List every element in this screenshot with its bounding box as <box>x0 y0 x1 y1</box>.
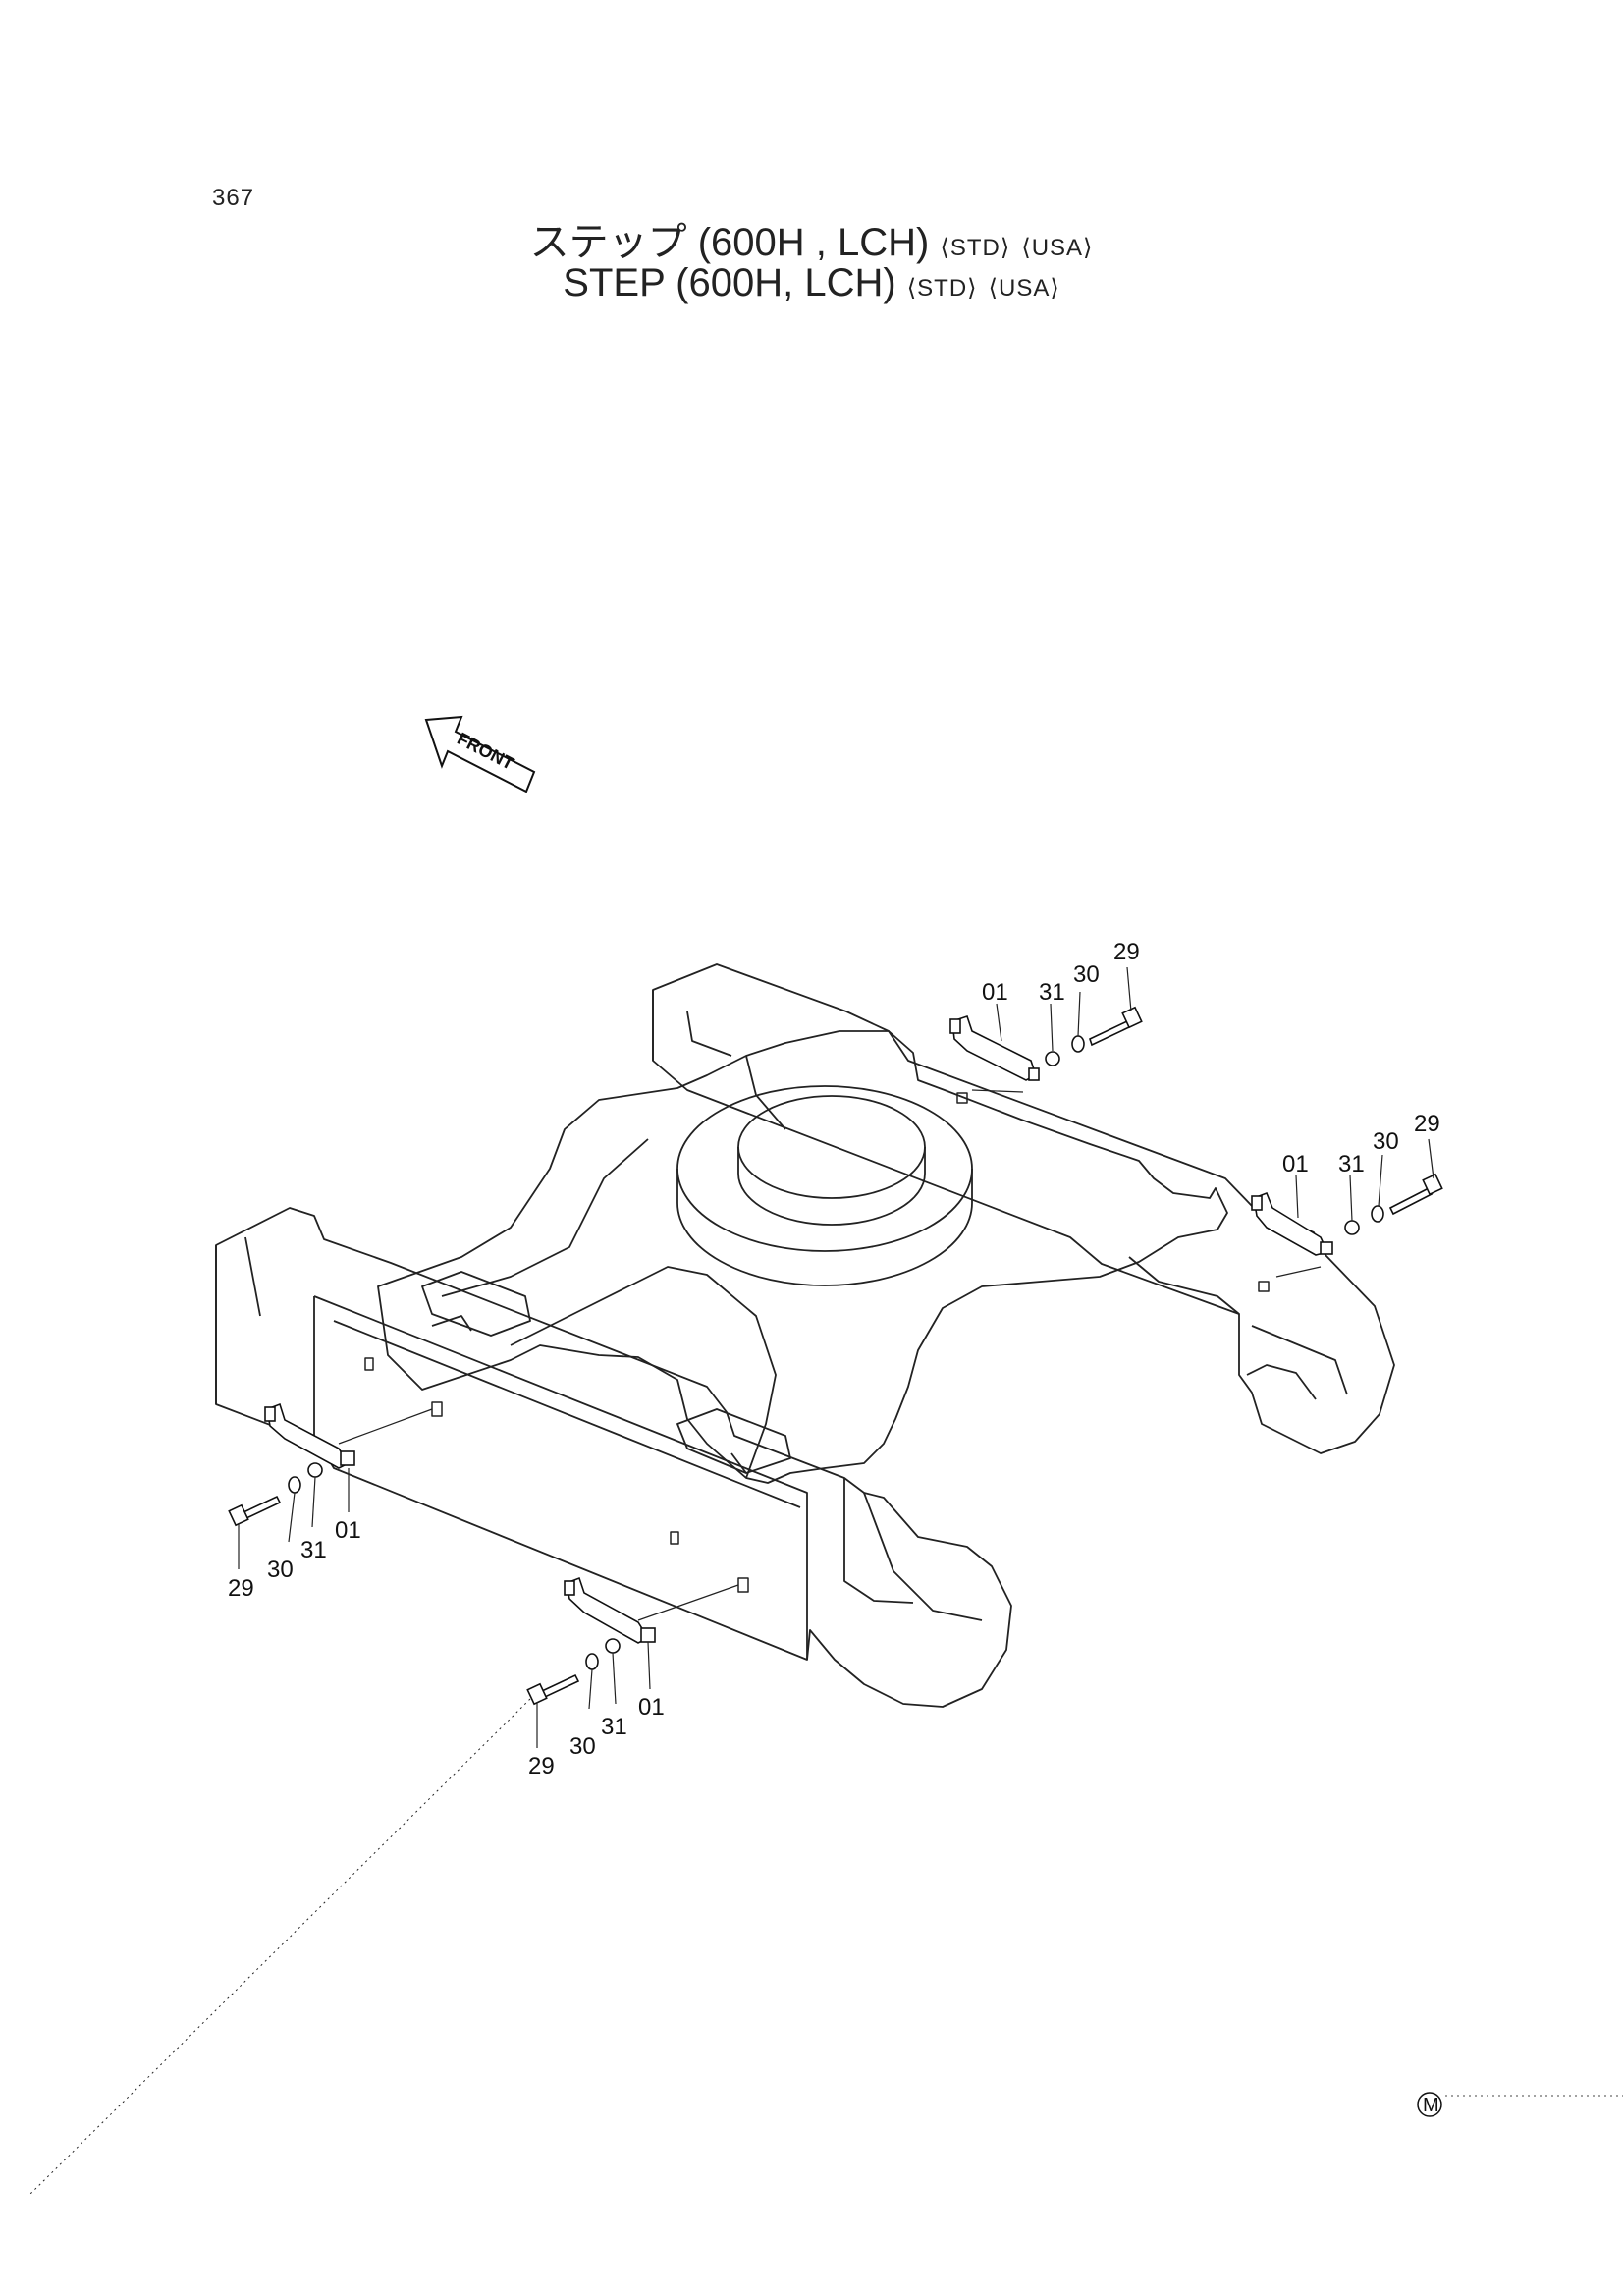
callout-30-ur: 30 <box>1073 961 1100 988</box>
callouts-right: 01 31 30 29 <box>1282 1111 1440 1177</box>
step-plate-right <box>1251 1191 1333 1256</box>
tag-std: ⟨STD⟩ <box>940 235 1011 261</box>
callouts-bottom: 29 30 31 01 <box>528 1694 665 1779</box>
callout-31-b: 31 <box>601 1714 627 1740</box>
callouts-upper-right: 01 31 30 29 <box>982 939 1140 1006</box>
bolt-29-ur <box>1089 1006 1143 1047</box>
callout-30-b: 30 <box>569 1733 596 1760</box>
washer-31-b <box>605 1638 621 1654</box>
bolt-29-r <box>1388 1173 1443 1216</box>
callout-01-l: 01 <box>335 1517 361 1544</box>
step-plate-bottom <box>564 1576 656 1644</box>
front-arrow-icon: FRONT <box>424 715 536 793</box>
leader-lines <box>28 966 1434 2196</box>
callout-29-r: 29 <box>1414 1111 1440 1137</box>
tag-std-en: ⟨STD⟩ <box>906 275 978 301</box>
title-jp-main: ステップ (600H , LCH) <box>529 221 930 264</box>
page-title-japanese: ステップ (600H , LCH) ⟨STD⟩ ⟨USA⟩ <box>0 210 1623 267</box>
callout-29-b: 29 <box>528 1753 555 1779</box>
callout-31-ur: 31 <box>1039 979 1065 1006</box>
washer-30-r <box>1371 1205 1384 1223</box>
callout-30-r: 30 <box>1373 1128 1399 1155</box>
callout-01-b: 01 <box>638 1694 665 1721</box>
washer-30-b <box>585 1653 599 1670</box>
step-plate-left <box>264 1402 355 1469</box>
title-en-main: STEP (600H, LCH) <box>563 261 896 304</box>
washer-31-ur <box>1045 1051 1060 1066</box>
tag-usa-en: ⟨USA⟩ <box>988 275 1060 301</box>
washer-31-r <box>1344 1220 1360 1235</box>
washer-30-ur <box>1071 1035 1085 1053</box>
callout-29-ur: 29 <box>1113 939 1140 965</box>
page-title-english: STEP (600H, LCH) ⟨STD⟩ ⟨USA⟩ <box>0 261 1623 305</box>
bolt-29-b <box>526 1673 580 1706</box>
callout-30-l: 30 <box>267 1557 294 1583</box>
callout-31-r: 31 <box>1338 1151 1365 1177</box>
undercarriage-frame <box>215 963 1395 1708</box>
callout-01-r: 01 <box>1282 1151 1309 1177</box>
m-mark-icon: M <box>1417 2092 1623 2117</box>
callouts-left: 29 30 31 01 <box>228 1517 361 1602</box>
m-mark-label: M <box>1423 2095 1439 2116</box>
washer-30-l <box>288 1476 301 1494</box>
step-assemblies <box>228 1006 1443 1706</box>
page-number: 367 <box>212 185 255 211</box>
callout-31-l: 31 <box>300 1537 327 1563</box>
tag-usa: ⟨USA⟩ <box>1021 235 1094 261</box>
washer-31-l <box>307 1462 323 1478</box>
callout-29-l: 29 <box>228 1575 254 1602</box>
bolt-29-l <box>228 1495 282 1527</box>
callout-01-ur: 01 <box>982 979 1008 1006</box>
step-plate-upper-right <box>949 1014 1040 1081</box>
